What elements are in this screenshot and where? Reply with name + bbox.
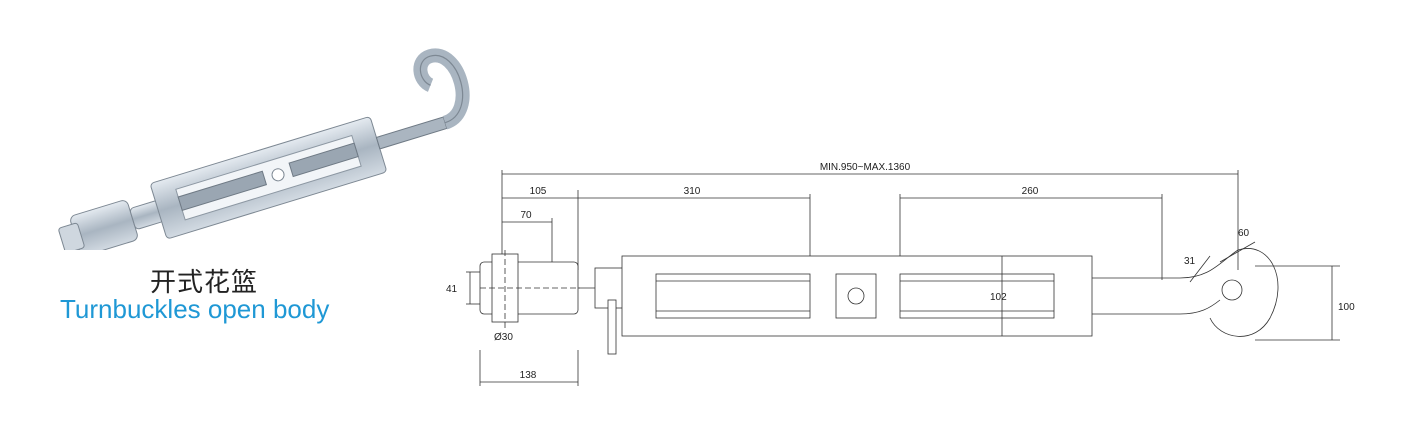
dim-31: 31 bbox=[1184, 256, 1196, 267]
dim-60: 60 bbox=[1238, 228, 1250, 239]
technical-drawing: MIN.950~MAX.1360 105 70 310 260 41 Ø30 1… bbox=[446, 162, 1355, 386]
dim-260: 260 bbox=[1022, 186, 1039, 197]
dim-310: 310 bbox=[684, 186, 701, 197]
turnbuckle-photo bbox=[58, 48, 470, 250]
dim-70: 70 bbox=[520, 210, 532, 221]
dim-30: Ø30 bbox=[494, 332, 513, 343]
dim-100: 100 bbox=[1338, 302, 1355, 313]
product-title-chinese: 开式花篮 bbox=[150, 268, 259, 298]
dim-105: 105 bbox=[530, 186, 547, 197]
product-title-english: Turnbuckles open body bbox=[60, 294, 330, 324]
dim-41: 41 bbox=[446, 284, 458, 295]
dim-138: 138 bbox=[520, 370, 537, 381]
dim-overall: MIN.950~MAX.1360 bbox=[820, 162, 911, 173]
dim-102: 102 bbox=[990, 292, 1007, 303]
